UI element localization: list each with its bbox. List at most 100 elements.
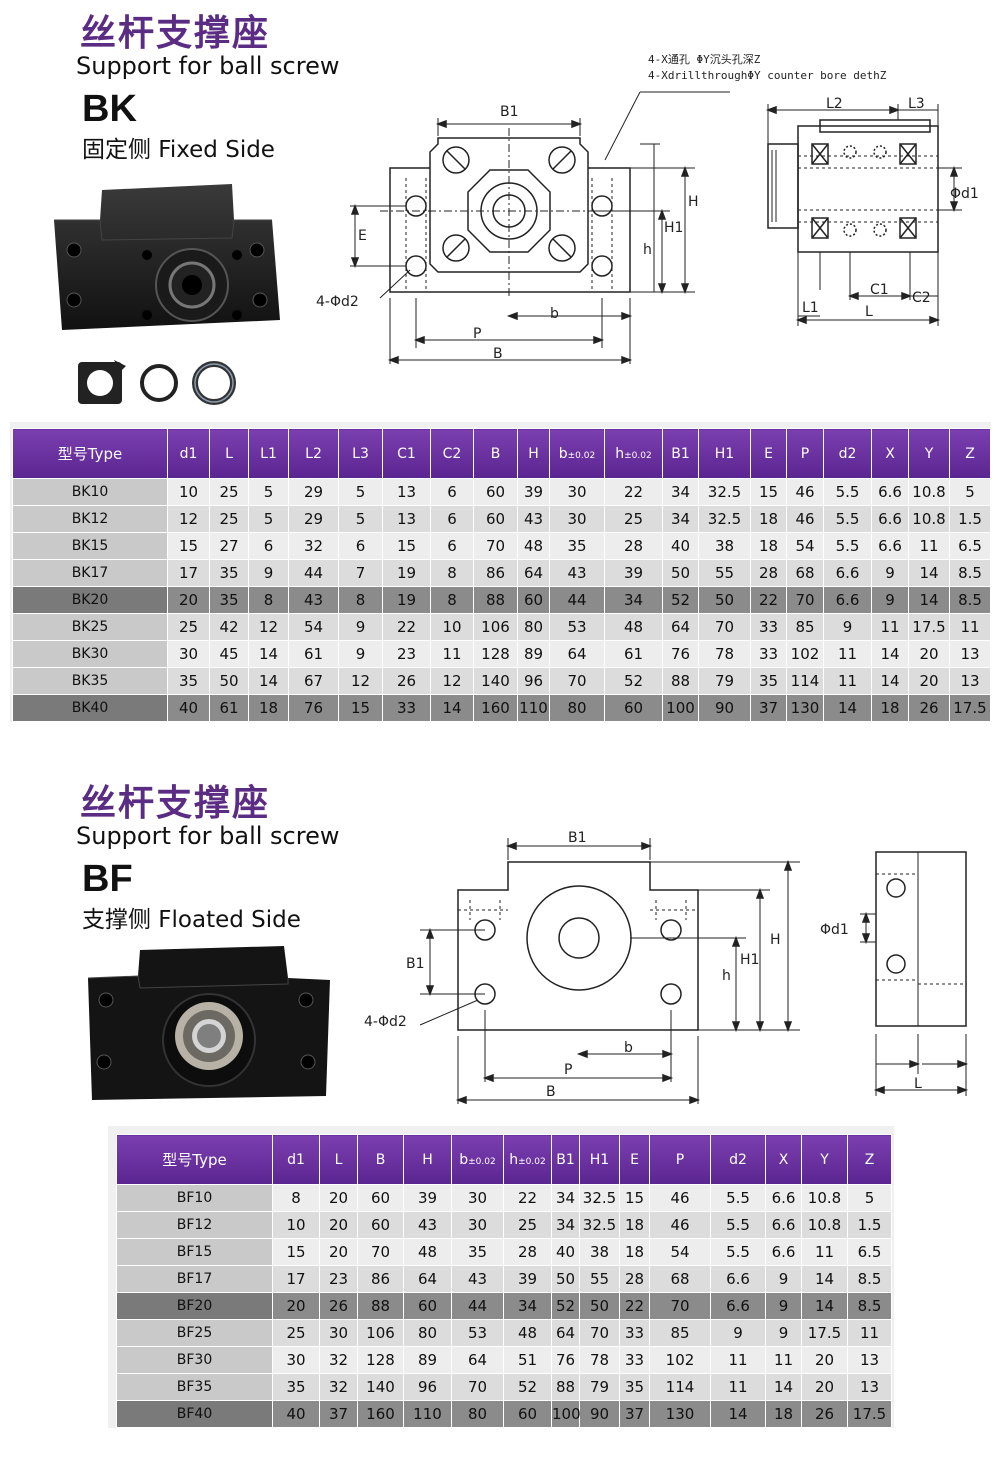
value-cell: 88 <box>357 1292 404 1320</box>
value-cell: 33 <box>750 640 787 668</box>
value-cell: 86 <box>473 559 518 587</box>
value-cell: 6 <box>430 478 474 506</box>
bf-col-l: L <box>319 1134 358 1185</box>
value-cell: 60 <box>357 1184 404 1212</box>
value-cell: 35 <box>750 667 787 695</box>
value-cell: 64 <box>662 613 699 641</box>
value-cell: 9 <box>871 559 909 587</box>
value-cell: 43 <box>288 586 339 614</box>
value-cell: 1.5 <box>847 1211 892 1239</box>
bf-header-label: B1 <box>556 1151 575 1168</box>
bk-header-label: H1 <box>714 445 735 462</box>
bf-side-label: 支撑侧 Floated Side <box>82 907 301 933</box>
bf-col-b: B <box>357 1134 404 1185</box>
value-cell: 80 <box>517 613 550 641</box>
value-cell: 78 <box>698 640 751 668</box>
value-cell: 14 <box>908 586 950 614</box>
value-cell: 13 <box>949 667 991 695</box>
value-cell: 102 <box>649 1346 711 1374</box>
value-cell: 13 <box>847 1373 892 1401</box>
bk-side-label: 固定侧 Fixed Side <box>82 137 275 163</box>
bk-model-title: BK <box>82 88 137 130</box>
bf-col-y: Y <box>801 1134 848 1185</box>
value-cell: 5 <box>338 505 383 533</box>
value-cell: 39 <box>604 559 663 587</box>
value-cell: 52 <box>503 1373 552 1401</box>
value-cell: 85 <box>649 1319 711 1347</box>
value-cell: 10 <box>167 478 210 506</box>
value-cell: 14 <box>801 1292 848 1320</box>
bf-header-label: d1 <box>287 1151 305 1168</box>
value-cell: 22 <box>750 586 787 614</box>
value-cell: 40 <box>167 694 210 722</box>
value-cell: 76 <box>551 1346 580 1374</box>
value-cell: 70 <box>549 667 605 695</box>
value-cell: 114 <box>649 1373 711 1401</box>
value-cell: 53 <box>549 613 605 641</box>
value-cell: 33 <box>619 1319 650 1347</box>
value-cell: 10.8 <box>801 1184 848 1212</box>
bk-label-d2: 4-Φd2 <box>316 294 359 310</box>
value-cell: 11 <box>908 532 950 560</box>
value-cell: 48 <box>403 1238 452 1266</box>
value-cell: 46 <box>786 478 824 506</box>
model-cell: BF30 <box>116 1346 273 1374</box>
value-cell: 34 <box>604 586 663 614</box>
bk-label-p: P <box>473 326 481 342</box>
value-cell: 80 <box>403 1319 452 1347</box>
bk-col-d1: d1 <box>167 428 210 479</box>
value-cell: 5.5 <box>710 1238 766 1266</box>
value-cell: 5 <box>248 505 289 533</box>
value-cell: 8.5 <box>847 1265 892 1293</box>
value-cell: 13 <box>382 505 431 533</box>
value-cell: 5.5 <box>823 478 872 506</box>
value-cell: 35 <box>549 532 605 560</box>
bk-header-label: d2 <box>838 445 857 462</box>
bk-col-y: Y <box>908 428 950 479</box>
value-cell: 35 <box>209 586 249 614</box>
value-cell: 12 <box>167 505 210 533</box>
value-cell: 37 <box>619 1400 650 1428</box>
value-cell: 13 <box>382 478 431 506</box>
value-cell: 11 <box>823 640 872 668</box>
bk-header-label: X <box>885 445 895 462</box>
value-cell: 160 <box>473 694 518 722</box>
bf-label-d1: Φd1 <box>820 922 849 938</box>
value-cell: 88 <box>662 667 699 695</box>
bk-col-l: L <box>209 428 249 479</box>
value-cell: 85 <box>786 613 824 641</box>
value-cell: 44 <box>288 559 339 587</box>
bf-model-title: BF <box>82 858 133 900</box>
bf-col-p: P <box>649 1134 711 1185</box>
bk-header-label: C1 <box>397 445 416 462</box>
value-cell: 9 <box>765 1319 802 1347</box>
value-cell: 11 <box>847 1319 892 1347</box>
value-cell: 18 <box>619 1211 650 1239</box>
value-cell: 55 <box>698 559 751 587</box>
bk-accessories-photo <box>78 360 236 405</box>
bk-header-label: E <box>764 445 773 462</box>
value-cell: 22 <box>604 478 663 506</box>
value-cell: 11 <box>430 640 474 668</box>
value-cell: 114 <box>786 667 824 695</box>
bk-header-label: 型号Type <box>57 445 123 463</box>
bk-label-h: H <box>688 194 699 210</box>
value-cell: 50 <box>209 667 249 695</box>
value-cell: 52 <box>662 586 699 614</box>
value-cell: 64 <box>551 1319 580 1347</box>
model-cell: BF35 <box>116 1373 273 1401</box>
value-cell: 34 <box>662 478 699 506</box>
value-cell: 11 <box>949 613 991 641</box>
value-cell: 70 <box>451 1373 504 1401</box>
value-cell: 18 <box>871 694 909 722</box>
value-cell: 39 <box>503 1265 552 1293</box>
model-cell: BK17 <box>12 559 168 587</box>
model-cell: BK35 <box>12 667 168 695</box>
value-cell: 76 <box>288 694 339 722</box>
value-cell: 5 <box>847 1184 892 1212</box>
value-cell: 14 <box>871 640 909 668</box>
value-cell: 7 <box>338 559 383 587</box>
value-cell: 30 <box>549 478 605 506</box>
